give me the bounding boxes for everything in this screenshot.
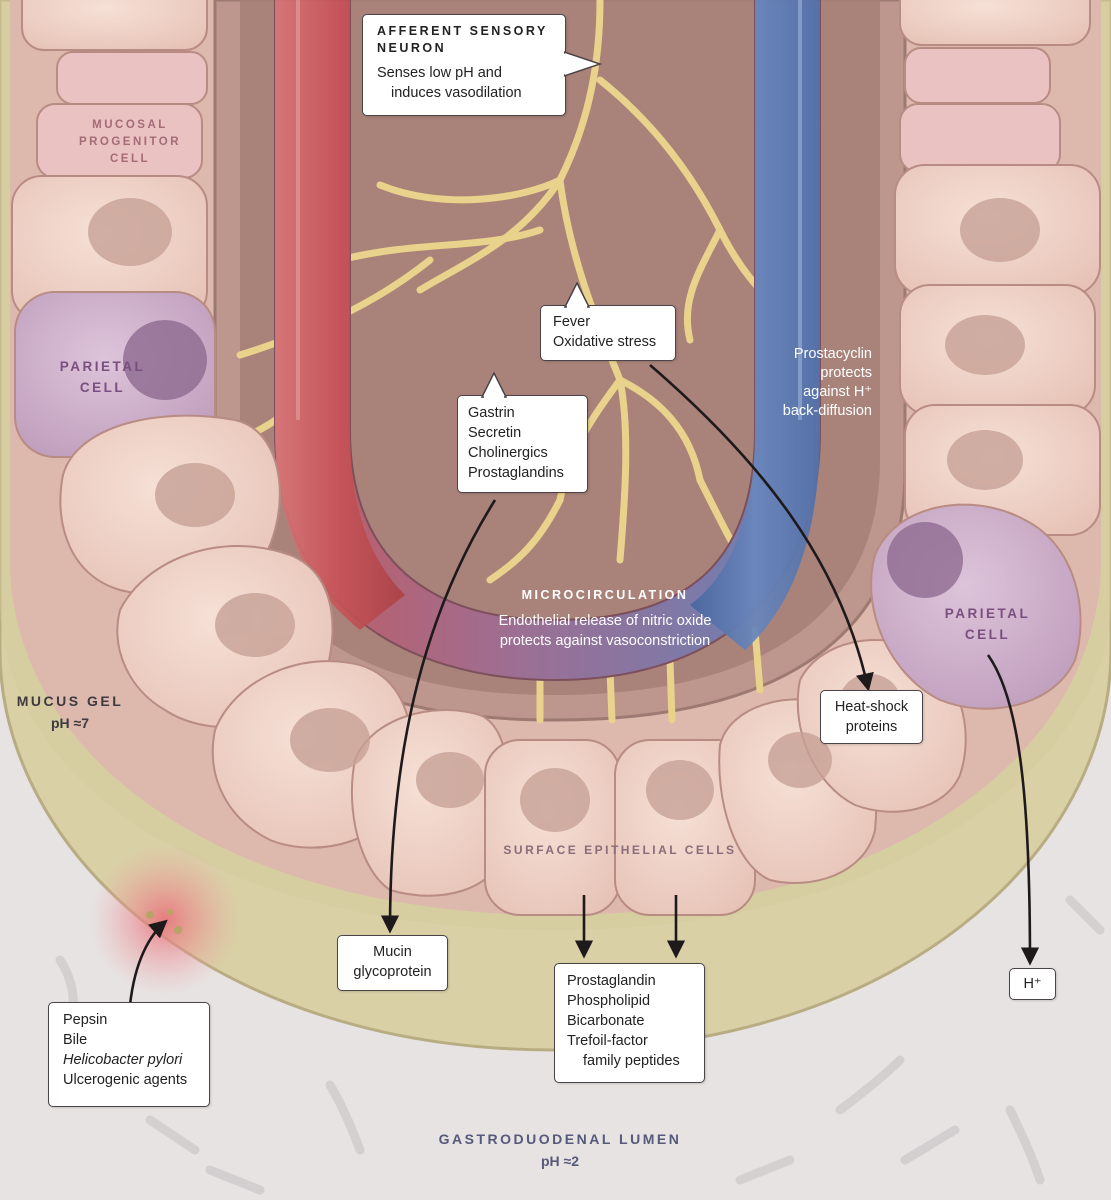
- mucin-box: Mucin glycoprotein: [337, 935, 448, 991]
- pepsin-line-4: Ulcerogenic agents: [63, 1072, 188, 1088]
- prostaglandin-box: Prostaglandin Phospholipid Bicarbonate T…: [554, 963, 705, 1083]
- prostaglandin-line-2: Phospholipid: [567, 993, 651, 1009]
- prostacyclin-line-4: back-diffusion: [782, 403, 872, 419]
- afferent-neuron-pointer: [564, 51, 602, 77]
- afferent-neuron-body-1: Senses low pH and: [377, 65, 502, 81]
- parietal-right-line-2: CELL: [964, 627, 1011, 642]
- prostacyclin-line-3: against H⁺: [803, 384, 872, 400]
- parietal-cell-left-label: PARIETAL CELL: [35, 356, 170, 398]
- prostaglandin-line-3: Bicarbonate: [567, 1013, 645, 1029]
- gastrin-box: Gastrin Secretin Cholinergics Prostaglan…: [457, 395, 588, 493]
- cholinergics-label: Cholinergics: [468, 445, 548, 461]
- prostaglandin-line-5: family peptides: [583, 1053, 680, 1069]
- microcirculation-title: MICROCIRCULATION: [521, 588, 689, 602]
- injury-spot: [90, 845, 240, 995]
- oxidative-stress-label: Oxidative stress: [553, 334, 657, 350]
- pepsin-box: Pepsin Bile Helicobacter pylori Ulceroge…: [48, 1002, 210, 1107]
- lumen-ph: pH ≈2: [540, 1153, 580, 1169]
- prostacyclin-label: Prostacyclin protects against H⁺ back-di…: [762, 345, 872, 421]
- mucus-gel-label: MUCUS GEL pH ≈7: [10, 690, 130, 734]
- mucin-line-1: Mucin: [373, 944, 412, 960]
- prostacyclin-line-1: Prostacyclin: [793, 346, 872, 362]
- h-plus-label: H⁺: [1023, 976, 1042, 992]
- heat-shock-line-1: Heat-shock: [834, 699, 909, 715]
- arrow-to-h-plus: [986, 654, 1040, 966]
- gastrin-pointer: [480, 372, 508, 398]
- pepsin-line-1: Pepsin: [63, 1012, 108, 1028]
- prostaglandins-label: Prostaglandins: [468, 465, 564, 481]
- bacteria-background: [55, 895, 1105, 1195]
- pepsin-line-3: Helicobacter pylori: [63, 1052, 183, 1068]
- h-plus-box: H⁺: [1009, 968, 1056, 1000]
- vein: [690, 0, 820, 650]
- cell-nuclei: [88, 198, 1040, 832]
- mucosal-progenitor-line-3: CELL: [109, 153, 151, 165]
- heat-shock-line-2: proteins: [845, 719, 898, 735]
- microcirculation-body-1: Endothelial release of nitric oxide: [498, 613, 712, 629]
- parietal-left-line-1: PARIETAL: [59, 359, 146, 374]
- arrows: [128, 364, 1040, 1006]
- fever-box: Fever Oxidative stress: [540, 305, 676, 361]
- mucin-line-2: glycoprotein: [353, 964, 432, 980]
- gastrin-label: Gastrin: [468, 405, 515, 421]
- mucosal-progenitor-label: MUCOSAL PROGENITOR CELL: [60, 117, 200, 168]
- secretin-label: Secretin: [468, 425, 522, 441]
- mucosal-progenitor-line-1: MUCOSAL: [92, 119, 168, 131]
- parietal-right-line-1: PARIETAL: [944, 606, 1031, 621]
- parietal-left-line-2: CELL: [79, 380, 126, 395]
- parietal-cell-right-label: PARIETAL CELL: [925, 603, 1050, 645]
- mucus-gel-title: MUCUS GEL: [16, 693, 124, 709]
- fever-label: Fever: [553, 314, 591, 330]
- mucus-gel-ph: pH ≈7: [50, 715, 90, 731]
- arrow-to-mucin: [380, 499, 497, 934]
- arrow-from-pepsin: [128, 919, 168, 1006]
- prostaglandin-line-1: Prostaglandin: [567, 973, 656, 989]
- surface-epithelial-label: SURFACE EPITHELIAL CELLS: [503, 843, 737, 857]
- prostaglandin-line-4: Trefoil-factor: [567, 1033, 648, 1049]
- artery: [275, 0, 405, 630]
- afferent-neuron-box: AFFERENT SENSORY NEURON Senses low pH an…: [362, 14, 566, 116]
- lumen-label: GASTRODUODENAL LUMEN pH ≈2: [400, 1128, 720, 1172]
- afferent-neuron-branches: [236, 0, 774, 724]
- afferent-neuron-body-2: induces vasodilation: [391, 85, 522, 101]
- afferent-neuron-title-1: AFFERENT SENSORY: [377, 24, 548, 38]
- heat-shock-box: Heat-shock proteins: [820, 690, 923, 744]
- mucosal-progenitor-line-2: PROGENITOR: [78, 136, 182, 148]
- fever-pointer: [563, 282, 591, 308]
- microcirculation-body-2: protects against vasoconstriction: [499, 633, 711, 649]
- lumen-title: GASTRODUODENAL LUMEN: [438, 1131, 682, 1147]
- microcirculation-label: MICROCIRCULATION Endothelial release of …: [470, 585, 740, 651]
- arrow-to-heat-shock: [649, 364, 874, 692]
- prostacyclin-line-2: protects: [820, 365, 872, 381]
- afferent-neuron-title-2: NEURON: [377, 41, 447, 55]
- pepsin-line-2: Bile: [63, 1032, 88, 1048]
